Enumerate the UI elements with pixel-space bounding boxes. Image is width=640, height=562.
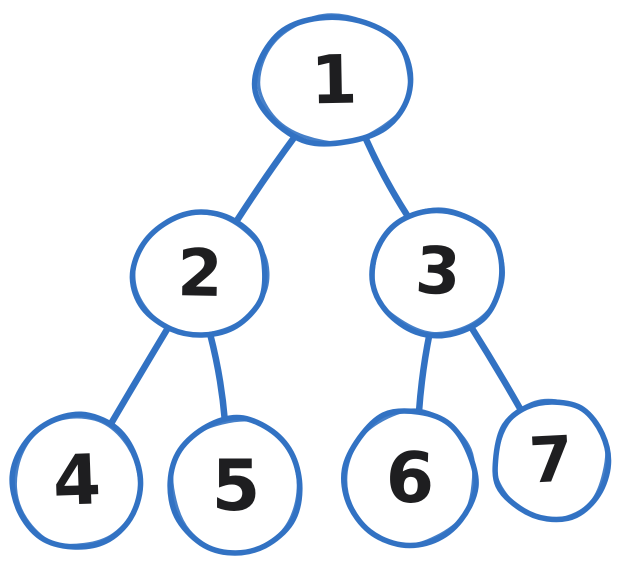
tree-node-label-1: 1 [310,41,358,120]
tree-node-outline-2 [132,211,270,337]
tree-node-label-7: 7 [527,422,575,497]
tree-node-label-2: 2 [177,236,224,312]
tree-edge-1-3 [362,135,412,220]
tree-edge-3-7 [467,322,524,413]
tree-node-label-4: 4 [52,440,103,522]
tree-node-label-6: 6 [384,436,436,520]
tree-edge-1-2 [232,132,299,226]
tree-edge-3-6 [415,330,433,415]
tree-node-label-3: 3 [413,233,462,310]
tree-node-outline-6 [344,408,476,548]
tree-node-outline-1 [257,13,412,145]
tree-edge-2-5 [207,331,229,424]
tree-node-outline-4 [13,415,142,548]
tree-node-outline-7 [493,398,609,521]
tree-edge-2-4 [107,325,171,428]
tree-node-outline-3 [371,207,505,336]
tree-node-outline-5 [170,418,300,555]
tree-node-label-5: 5 [212,445,261,527]
